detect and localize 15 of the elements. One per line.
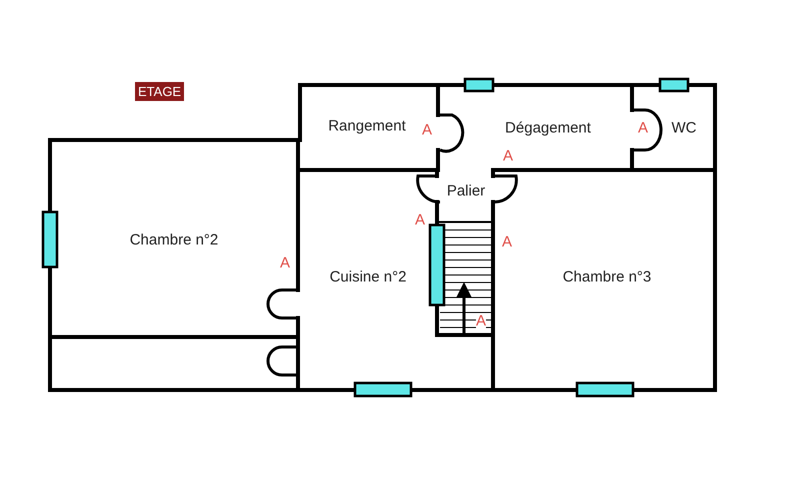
outlet-mark: A <box>476 314 486 328</box>
room-name: Dégagement <box>505 120 591 136</box>
outlet-mark: A <box>503 148 513 164</box>
floor-title: ETAGE <box>135 82 184 101</box>
outlet-mark: A <box>502 234 512 250</box>
room-name: Chambre n°2 <box>130 232 218 248</box>
outlet-mark: A <box>415 212 425 228</box>
room-name: Rangement <box>328 118 406 134</box>
room-name: WC <box>672 120 696 136</box>
outlet-mark: A <box>638 120 648 136</box>
outlet-mark: A <box>280 256 290 270</box>
room-name: Chambre n°3 <box>562 268 652 286</box>
outlet-mark: A <box>422 122 432 138</box>
room-name: Palier <box>446 182 486 200</box>
room-name: Cuisine n°2 <box>330 268 406 286</box>
